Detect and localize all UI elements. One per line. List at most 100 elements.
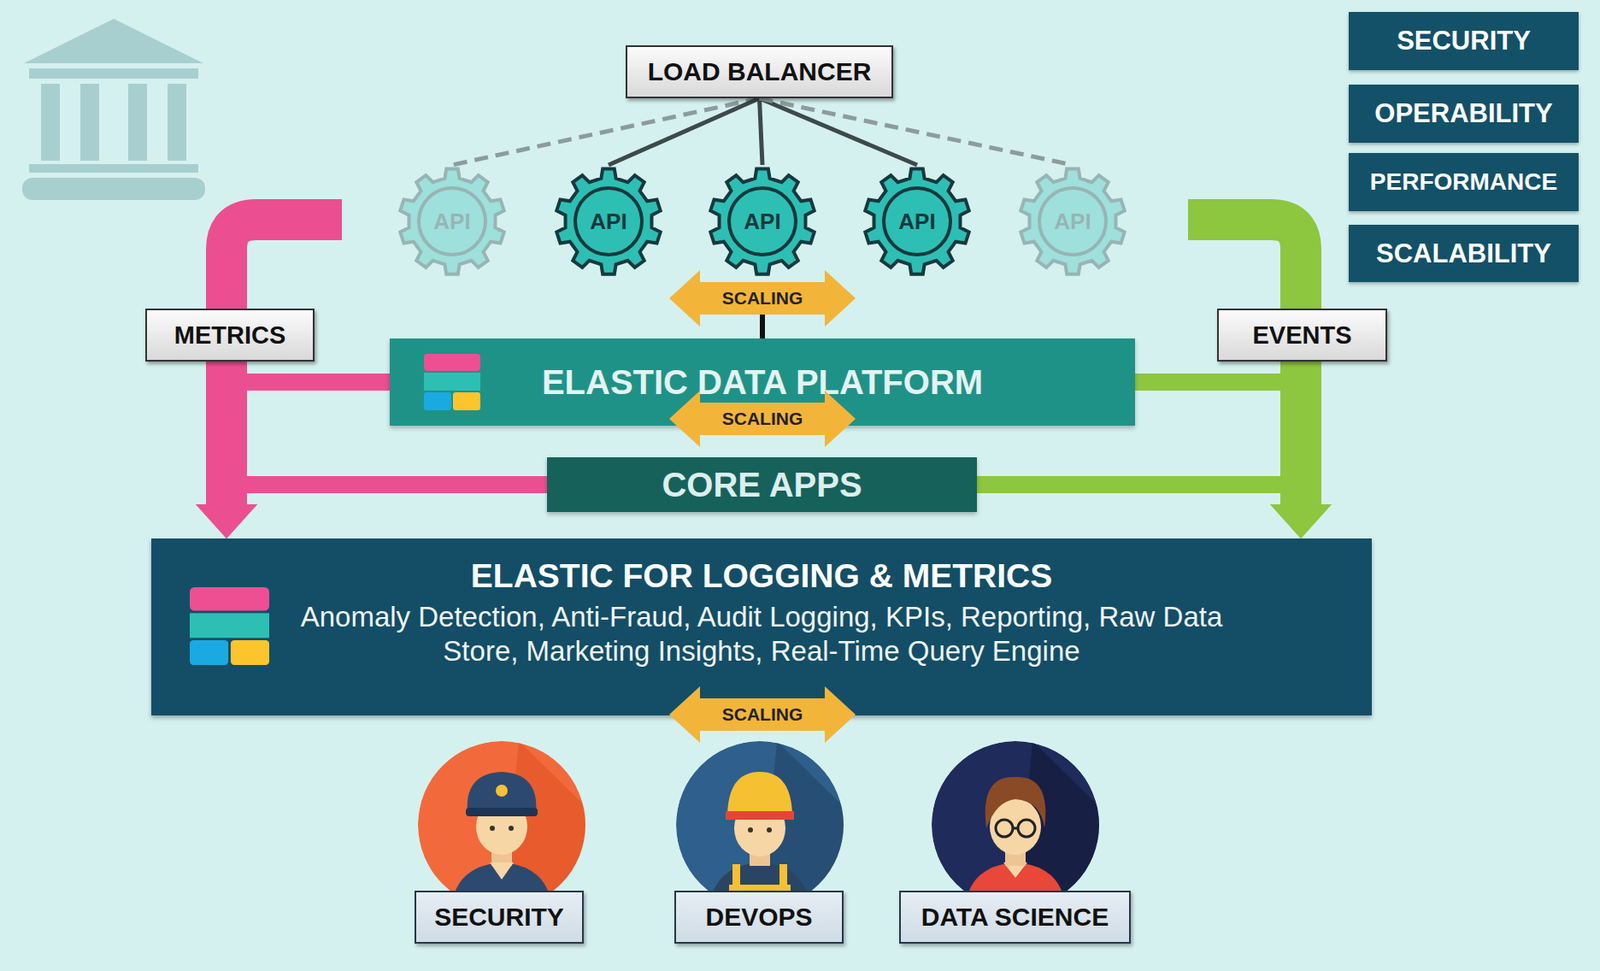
icon-block	[423, 392, 452, 411]
node-title: EVENTS	[1252, 321, 1352, 350]
gear-teeth	[556, 168, 660, 274]
bank-icon	[22, 18, 206, 200]
scaling-marker: SCALING	[669, 686, 856, 743]
person-eye	[489, 825, 495, 831]
bank-base	[22, 177, 206, 200]
balancer-link	[608, 98, 760, 165]
node-title: OPERABILITY	[1374, 98, 1553, 130]
node-title: API	[433, 208, 471, 236]
node-title: API	[898, 208, 936, 236]
load-balancer-box: LOAD BALANCER	[625, 45, 894, 99]
api-gear: API	[395, 164, 509, 278]
icon-block	[452, 392, 481, 411]
node-title: METRICS	[174, 321, 287, 350]
quality-box: OPERABILITY	[1348, 84, 1579, 143]
quality-box: SCALABILITY	[1348, 224, 1579, 283]
gear-teeth	[1020, 168, 1124, 274]
api-gear: API	[1016, 164, 1130, 278]
node-title: SECURITY	[1396, 25, 1531, 57]
bank-step	[29, 164, 199, 173]
person-eye	[766, 827, 772, 833]
node-body: Anomaly Detection, Anti-Fraud, Audit Log…	[287, 600, 1236, 668]
glasses-bridge	[1012, 827, 1018, 830]
scaling-label: SCALING	[722, 704, 804, 725]
glasses-lens	[1017, 819, 1036, 837]
gear-hub	[729, 188, 796, 255]
gear-hub	[575, 188, 642, 255]
overall-strap	[732, 864, 741, 890]
icon-bar	[189, 587, 270, 612]
api-gear: API	[552, 164, 665, 278]
flow-arrow	[226, 382, 390, 513]
balancer-link	[452, 98, 760, 165]
balancer-link	[759, 98, 764, 165]
scaling-label: SCALING	[722, 408, 804, 430]
gear-hub	[883, 188, 951, 255]
role-label: DEVOPS	[674, 890, 844, 944]
double-arrow	[669, 686, 856, 743]
person-collar	[489, 862, 514, 880]
hard-hat	[727, 771, 793, 818]
cap-brim	[465, 807, 538, 817]
core-apps-band: CORE APPS	[547, 457, 977, 512]
metrics-box: METRICS	[145, 308, 315, 362]
role-label: DATA SCIENCE	[899, 890, 1131, 944]
bank-column	[128, 83, 148, 161]
icon-block	[189, 640, 229, 665]
node-title: SECURITY	[434, 902, 565, 932]
node-title: API	[1053, 208, 1091, 236]
gear-teeth	[710, 168, 814, 274]
double-arrow	[669, 270, 856, 327]
node-title: SCALABILITY	[1376, 238, 1552, 270]
person-hair	[985, 776, 1047, 829]
quality-box: SECURITY	[1348, 11, 1579, 71]
icon-bar	[423, 372, 481, 391]
metrics-trunk	[226, 219, 342, 506]
scaling-marker: SCALING	[669, 390, 856, 448]
person-eye	[747, 827, 753, 833]
role-label: SECURITY	[414, 890, 584, 944]
gear-teeth	[400, 168, 504, 274]
node-title: API	[589, 208, 627, 236]
cap-badge	[495, 784, 508, 797]
balancer-link	[759, 98, 1074, 165]
overall-strap	[779, 864, 788, 890]
node-title: ELASTIC DATA PLATFORM	[541, 363, 983, 402]
node-title: PERFORMANCE	[1370, 168, 1558, 196]
api-gear: API	[705, 164, 819, 278]
node-title: DATA SCIENCE	[921, 902, 1109, 932]
node-title: LOAD BALANCER	[647, 57, 872, 87]
node-title: ELASTIC FOR LOGGING & METRICS	[470, 557, 1053, 595]
gear-hub	[1039, 188, 1106, 255]
flow-arrow	[226, 484, 548, 513]
bank-column	[80, 83, 100, 161]
flow-arrow	[1135, 382, 1301, 513]
node-title: CORE APPS	[661, 465, 862, 505]
police-cap	[467, 771, 537, 813]
logging-band: ELASTIC FOR LOGGING & METRICS Anomaly Det…	[151, 538, 1372, 716]
gear-hub	[418, 188, 486, 255]
node-title: DEVOPS	[705, 902, 812, 932]
bank-column	[41, 83, 60, 161]
icon-block	[230, 640, 270, 665]
scaling-label: SCALING	[722, 288, 804, 309]
person-eye	[508, 825, 514, 831]
glasses-lens	[995, 819, 1013, 837]
node-title: API	[743, 208, 781, 236]
gear-teeth	[864, 168, 969, 274]
elastic-icon	[423, 353, 481, 411]
bank-column	[167, 83, 187, 161]
elastic-icon	[189, 587, 270, 665]
quality-box: PERFORMANCE	[1348, 152, 1579, 212]
events-trunk	[1188, 219, 1301, 506]
bank-roof	[23, 18, 204, 64]
scaling-marker: SCALING	[669, 270, 856, 327]
balancer-link	[759, 98, 918, 165]
events-box: EVENTS	[1217, 308, 1388, 362]
hat-band	[725, 811, 795, 820]
flow-arrow	[976, 484, 1301, 513]
double-arrow	[669, 390, 856, 448]
bank-beam	[29, 68, 199, 79]
